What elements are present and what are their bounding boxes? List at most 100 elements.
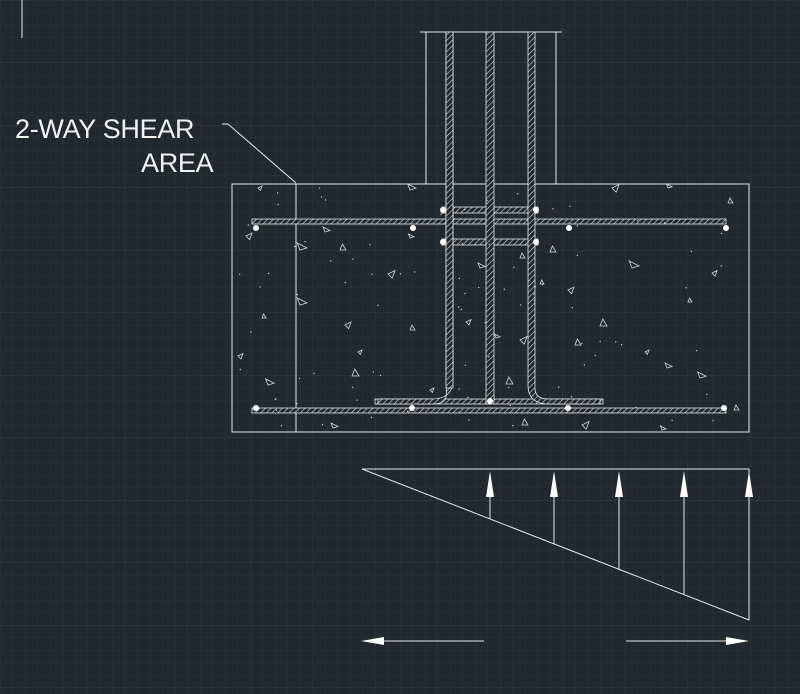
aggregate-triangle xyxy=(465,318,472,326)
aggregate-speck xyxy=(458,388,460,390)
aggregate-speck xyxy=(541,283,543,286)
aggregate-speck xyxy=(484,321,486,324)
aggregate-triangle xyxy=(521,418,529,426)
moment-arrows xyxy=(361,637,749,645)
aggregate-triangle xyxy=(407,233,416,239)
aggregate-speck xyxy=(569,205,571,208)
aggregate-triangle xyxy=(245,232,253,241)
aggregate-triangle xyxy=(339,243,347,251)
aggregate-triangle xyxy=(687,297,693,303)
aggregate-speck xyxy=(615,341,617,343)
aggregate-speck xyxy=(344,281,346,284)
aggregate-speck xyxy=(259,286,261,288)
aggregate-triangle xyxy=(664,362,674,369)
aggregate-triangle xyxy=(257,185,263,192)
aggregate-speck xyxy=(599,340,601,343)
aggregate-speck xyxy=(324,199,327,201)
aggregate-speck xyxy=(576,225,579,227)
aggregate-speck xyxy=(488,356,490,358)
aggregate-triangle xyxy=(659,425,668,431)
aggregate-triangle xyxy=(296,242,309,251)
aggregate-triangle xyxy=(644,349,650,356)
aggregate-speck xyxy=(440,213,442,215)
aggregate-speck xyxy=(267,272,270,275)
aggregate-triangle xyxy=(665,183,674,189)
aggregate-speck xyxy=(464,364,466,366)
label-line-2: AREA xyxy=(141,148,214,178)
aggregate-speck xyxy=(464,292,466,295)
aggregate-triangle xyxy=(493,333,502,339)
aggregate-speck xyxy=(695,350,698,352)
aggregate-speck xyxy=(594,354,596,357)
soil-pressure-diagram xyxy=(361,468,753,621)
shear-area-label: 2-WAY SHEAR AREA xyxy=(15,114,214,178)
aggregate-triangle xyxy=(519,252,526,259)
aggregate-speck xyxy=(690,250,692,253)
aggregate-triangle xyxy=(549,245,557,253)
aggregate-speck xyxy=(612,218,615,221)
label-line-1: 2-WAY SHEAR xyxy=(15,114,194,144)
aggregate-speck xyxy=(671,419,673,422)
aggregate-speck xyxy=(509,404,511,407)
aggregate-speck xyxy=(467,396,469,399)
aggregate-triangle xyxy=(261,313,267,319)
column-vertical-bars xyxy=(377,31,601,405)
aggregate-speck xyxy=(239,368,241,371)
aggregate-speck xyxy=(720,232,723,235)
pressure-arrows xyxy=(486,471,753,594)
aggregate-speck xyxy=(571,307,573,309)
aggregate-triangle xyxy=(574,338,582,346)
aggregate-speck xyxy=(635,406,637,409)
aggregate-triangle xyxy=(505,376,514,385)
aggregate-speck xyxy=(583,364,586,366)
aggregate-triangle xyxy=(357,349,363,356)
aggregate-triangle xyxy=(406,183,418,191)
aggregate-speck xyxy=(280,425,283,427)
aggregate-speck xyxy=(532,293,535,295)
aggregate-speck xyxy=(296,293,298,296)
aggregate-speck xyxy=(277,203,279,206)
aggregate-triangle xyxy=(711,269,718,277)
aggregate-triangle xyxy=(387,269,396,279)
aggregate-speck xyxy=(517,193,519,195)
aggregate-speck xyxy=(296,403,298,405)
aggregate-speck xyxy=(486,199,488,202)
aggregate-speck xyxy=(372,371,374,373)
aggregate-speck xyxy=(503,288,505,290)
aggregate-triangle xyxy=(322,226,332,233)
aggregate-speck xyxy=(460,308,462,311)
aggregate-triangle xyxy=(344,321,352,330)
aggregate-speck xyxy=(513,266,515,268)
aggregate-speck xyxy=(558,386,560,388)
aggregate-speck xyxy=(274,398,276,401)
aggregate-speck xyxy=(534,285,537,288)
aggregate-speck xyxy=(276,192,279,194)
concrete-aggregate xyxy=(237,183,740,431)
aggregate-triangle xyxy=(599,318,608,327)
aggregate-speck xyxy=(552,208,554,210)
leader-line xyxy=(222,123,297,184)
aggregate-speck xyxy=(488,243,490,246)
aggregate-speck xyxy=(474,243,476,246)
aggregate-speck xyxy=(371,273,373,275)
aggregate-triangle xyxy=(567,286,575,295)
aggregate-speck xyxy=(576,254,578,257)
aggregate-speck xyxy=(298,377,301,380)
aggregate-speck xyxy=(720,265,722,267)
aggregate-triangle xyxy=(628,260,641,269)
aggregate-speck xyxy=(275,409,278,411)
aggregate-speck xyxy=(250,331,252,333)
aggregate-triangle xyxy=(351,368,360,377)
aggregate-speck xyxy=(508,386,510,389)
aggregate-speck xyxy=(620,344,623,346)
aggregate-triangle xyxy=(264,378,276,386)
aggregate-triangle xyxy=(611,183,620,193)
aggregate-speck xyxy=(370,416,373,419)
aggregate-speck xyxy=(414,271,416,273)
aggregate-triangle xyxy=(330,422,340,429)
aggregate-speck xyxy=(318,187,321,189)
aggregate-speck xyxy=(636,220,639,222)
aggregate-speck xyxy=(294,245,296,248)
